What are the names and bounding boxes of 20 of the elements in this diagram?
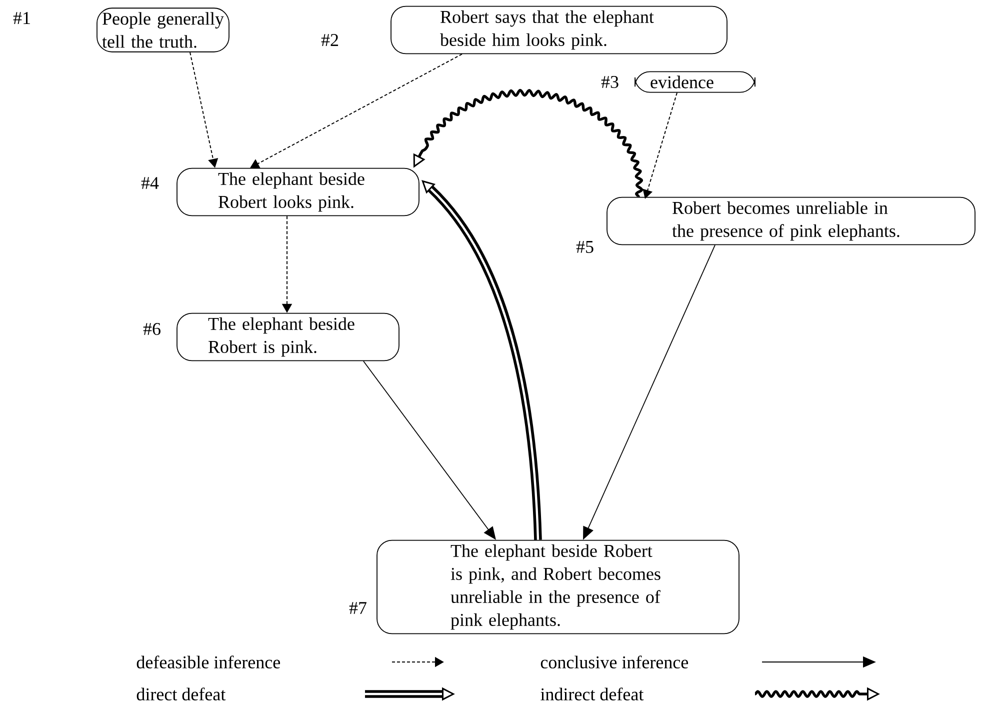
arrow — [413, 88, 644, 198]
statement-box: Robert becomes unreliable in the presence of pink elephants. — [606, 196, 976, 246]
arrow — [250, 54, 462, 168]
statement-box: The elephant beside Robert looks pink. — [176, 168, 420, 216]
legend-text: defeasible inference — [136, 656, 280, 668]
node-number: #2 — [321, 34, 338, 46]
node-number: #1 — [13, 12, 30, 24]
legend-text: indirect defeat — [540, 688, 644, 700]
node-number: #5 — [576, 241, 594, 253]
statement-box: People generally tell the truth. — [96, 8, 230, 52]
statement-box: The elephant beside Robert is pink, and Robert becomes unreliable in the presence of pink elephants. — [376, 540, 740, 634]
node-number: #7 — [349, 602, 366, 614]
statement-box: Robert says that the elephant beside him looks pink. — [390, 6, 728, 54]
legend-text: direct defeat — [136, 688, 226, 700]
node-number: #6 — [143, 322, 160, 336]
legend-text: conclusive inference — [540, 656, 688, 668]
node-number: #4 — [141, 177, 159, 189]
statement-box: The elephant beside Robert is pink. — [176, 312, 400, 362]
node-number: #3 — [601, 76, 618, 88]
statement-box: evidence — [634, 71, 756, 93]
